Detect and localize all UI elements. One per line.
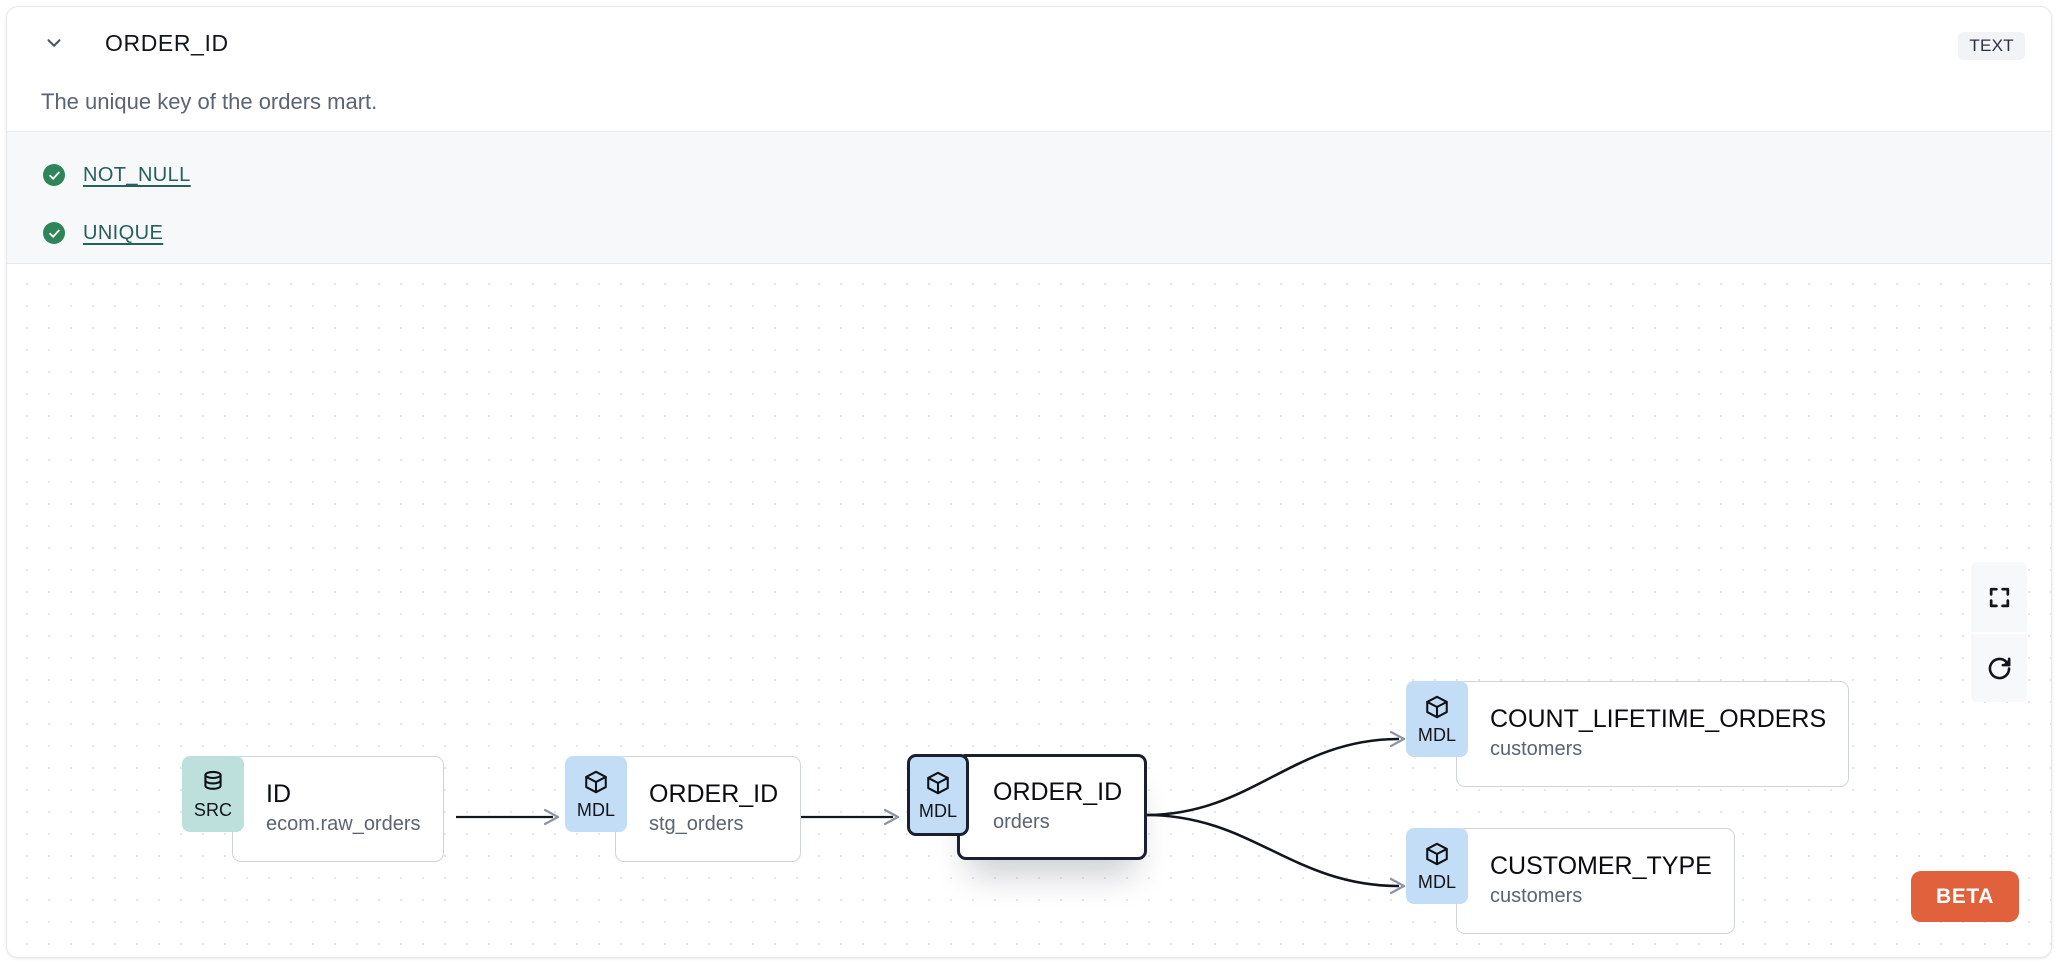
node-kind-label: SRC — [193, 800, 233, 820]
node-kind-label: MDL — [576, 800, 616, 820]
node-kind-badge: MDL — [1406, 828, 1468, 904]
node-kind-badge: MDL — [565, 756, 627, 832]
column-description: The unique key of the orders mart. — [41, 89, 378, 114]
node-kind-label: MDL — [1417, 725, 1457, 745]
test-row[interactable]: NOT_NULL — [7, 146, 2051, 204]
node-kind-badge: SRC — [182, 756, 244, 832]
beta-badge[interactable]: BETA — [1910, 871, 2019, 922]
node-title: ORDER_ID — [993, 778, 1123, 807]
test-link-not-null[interactable]: NOT_NULL — [83, 163, 191, 186]
cube-icon — [1424, 694, 1450, 725]
edge-orders-to-count-lifetime-orders — [1145, 730, 1406, 817]
node-subtitle: stg_orders — [649, 812, 744, 835]
edge-orders-to-customer-type — [1145, 813, 1406, 895]
node-body: ORDER_ID stg_orders — [615, 756, 802, 862]
node-title: COUNT_LIFETIME_ORDERS — [1490, 705, 1827, 734]
cube-icon — [1424, 841, 1450, 872]
refresh-icon — [1986, 655, 2013, 682]
tests-section: NOT_NULL UNIQUE — [7, 131, 2051, 264]
node-kind-label: MDL — [1417, 872, 1457, 892]
node-subtitle: ecom.raw_orders — [266, 812, 421, 835]
lineage-node-stg-orders[interactable]: MDL ORDER_ID stg_orders — [565, 756, 802, 862]
node-subtitle: customers — [1490, 737, 1583, 760]
edge-stg-orders-to-orders — [793, 808, 900, 826]
cube-icon — [583, 769, 609, 800]
page-title: ORDER_ID — [105, 29, 229, 56]
lineage-node-customer-type[interactable]: MDL CUSTOMER_TYPE customers — [1406, 828, 1735, 934]
panel-header: ORDER_ID TEXT — [7, 7, 2051, 79]
node-body: ID ecom.raw_orders — [232, 756, 444, 862]
node-subtitle: customers — [1490, 884, 1583, 907]
node-body: CUSTOMER_TYPE customers — [1456, 828, 1735, 934]
node-kind-badge: MDL — [907, 754, 969, 836]
cube-icon — [925, 770, 951, 801]
fullscreen-icon — [1987, 585, 2012, 610]
column-detail-panel: ORDER_ID TEXT The unique key of the orde… — [6, 6, 2052, 958]
fullscreen-button[interactable] — [1971, 562, 2027, 632]
edge-src-id-to-stg-orders — [456, 808, 560, 826]
lineage-node-src-id[interactable]: SRC ID ecom.raw_orders — [182, 756, 444, 862]
node-title: ORDER_ID — [649, 780, 779, 809]
canvas-controls — [1971, 562, 2027, 702]
database-icon — [200, 769, 226, 800]
test-link-unique[interactable]: UNIQUE — [83, 221, 164, 244]
node-title: ID — [266, 780, 291, 809]
lineage-node-count-lifetime-orders[interactable]: MDL COUNT_LIFETIME_ORDERS customers — [1406, 681, 1850, 787]
refresh-button[interactable] — [1971, 632, 2027, 702]
test-row[interactable]: UNIQUE — [7, 204, 2051, 262]
lineage-graph-canvas[interactable]: SRC ID ecom.raw_orders MDL ORDE — [7, 264, 2051, 952]
node-body: ORDER_ID orders — [957, 754, 1148, 860]
lineage-node-orders-selected[interactable]: MDL ORDER_ID orders — [907, 754, 1148, 860]
node-kind-badge: MDL — [1406, 681, 1468, 757]
check-circle-icon — [43, 164, 65, 186]
chevron-down-icon[interactable] — [41, 30, 67, 56]
node-subtitle: orders — [993, 810, 1050, 833]
node-kind-label: MDL — [918, 801, 958, 821]
lineage-edges — [456, 730, 1406, 895]
node-body: COUNT_LIFETIME_ORDERS customers — [1456, 681, 1850, 787]
check-circle-icon — [43, 222, 65, 244]
column-type-badge: TEXT — [1958, 32, 2025, 60]
node-title: CUSTOMER_TYPE — [1490, 852, 1712, 881]
